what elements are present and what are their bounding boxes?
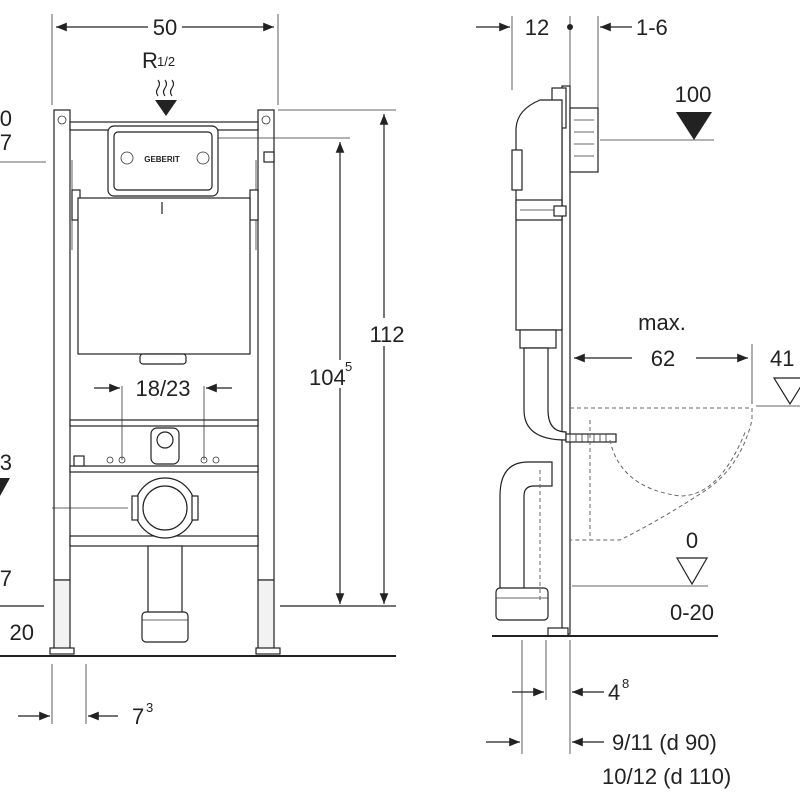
- max-label: max.: [638, 310, 686, 335]
- flush-spacing-label: 18/23: [135, 376, 190, 401]
- leg-offset-label: 7: [132, 704, 144, 729]
- max-projection-label: 62: [651, 346, 675, 371]
- offset-4-label: 4: [608, 680, 620, 705]
- front-floor: [0, 605, 396, 657]
- leg-offset-sup: 3: [146, 700, 153, 715]
- svg-text:4: 4: [608, 680, 620, 705]
- side-drain-bend: [495, 461, 553, 621]
- left-partial-labels: 0 7 3 7 20: [0, 106, 46, 645]
- svg-text:7: 7: [132, 704, 144, 729]
- max-projection: max. 62: [574, 310, 753, 404]
- level-100-marker-icon: [676, 112, 712, 140]
- side-cistern: [511, 99, 567, 349]
- leg-offset-dimension: 7 3: [18, 664, 153, 729]
- left-top-label-2: 7: [0, 130, 12, 155]
- water-supply: R 1/2: [142, 48, 177, 116]
- left-level-arrow-icon: [0, 478, 10, 496]
- width-label: 50: [153, 15, 177, 40]
- left-bottom-label: 20: [10, 620, 34, 645]
- flush-plate: GEBERIT: [107, 125, 219, 197]
- panel-brand: GEBERIT: [144, 155, 180, 164]
- supply-fraction: 1/2: [157, 54, 175, 69]
- left-top-label: 0: [0, 106, 12, 131]
- front-view: 50 R 1/2: [0, 14, 410, 729]
- wc-pan-outline: [570, 407, 753, 541]
- frame-height-sup: 5: [345, 359, 352, 374]
- level-0-label: 0: [686, 528, 698, 553]
- frame-height-label: 104: [309, 365, 346, 390]
- cistern: [77, 197, 251, 365]
- crossbars: 18/23: [69, 376, 259, 547]
- svg-text:R: R: [142, 48, 158, 73]
- level-100: 100: [600, 82, 714, 141]
- supply-wave-icon: [155, 79, 175, 97]
- floor-range-label: 0-20: [670, 600, 714, 625]
- supply-arrow-icon: [155, 100, 177, 116]
- offset-4-sup: 8: [622, 676, 629, 691]
- level-41-label: 41: [770, 346, 794, 371]
- wall-gap-label: 1-6: [636, 15, 668, 40]
- left-mid-label: 3: [0, 450, 12, 475]
- depth-dimensions: 12 1-6: [476, 15, 668, 120]
- total-height-label: 112: [369, 322, 404, 347]
- svg-text:104: 104: [309, 365, 346, 390]
- drain-connection: [52, 427, 199, 643]
- level-41-marker-icon: [772, 377, 800, 406]
- side-floor: 0-20: [492, 600, 718, 637]
- drain-110-label: 10/12 (d 110): [602, 764, 731, 789]
- level-41: 41: [756, 346, 800, 407]
- width-dimension: 50: [51, 14, 279, 105]
- drain-90-label: 9/11 (d 90): [612, 730, 717, 755]
- side-view: 12 1-6 100: [476, 15, 800, 789]
- level-0-marker-icon: [675, 557, 709, 586]
- height-dimensions: 104 5 112: [218, 109, 410, 604]
- side-flush-pipe: [523, 347, 617, 443]
- supply-label: R: [142, 48, 158, 73]
- level-100-label: 100: [675, 82, 712, 107]
- left-mid-label-2: 7: [0, 566, 12, 591]
- level-0: 0: [572, 528, 709, 587]
- bottom-dimensions: 4 8 9/11 (d 90) 10/12 (d 110): [486, 640, 731, 789]
- depth-label: 12: [525, 15, 549, 40]
- frame: [49, 109, 281, 655]
